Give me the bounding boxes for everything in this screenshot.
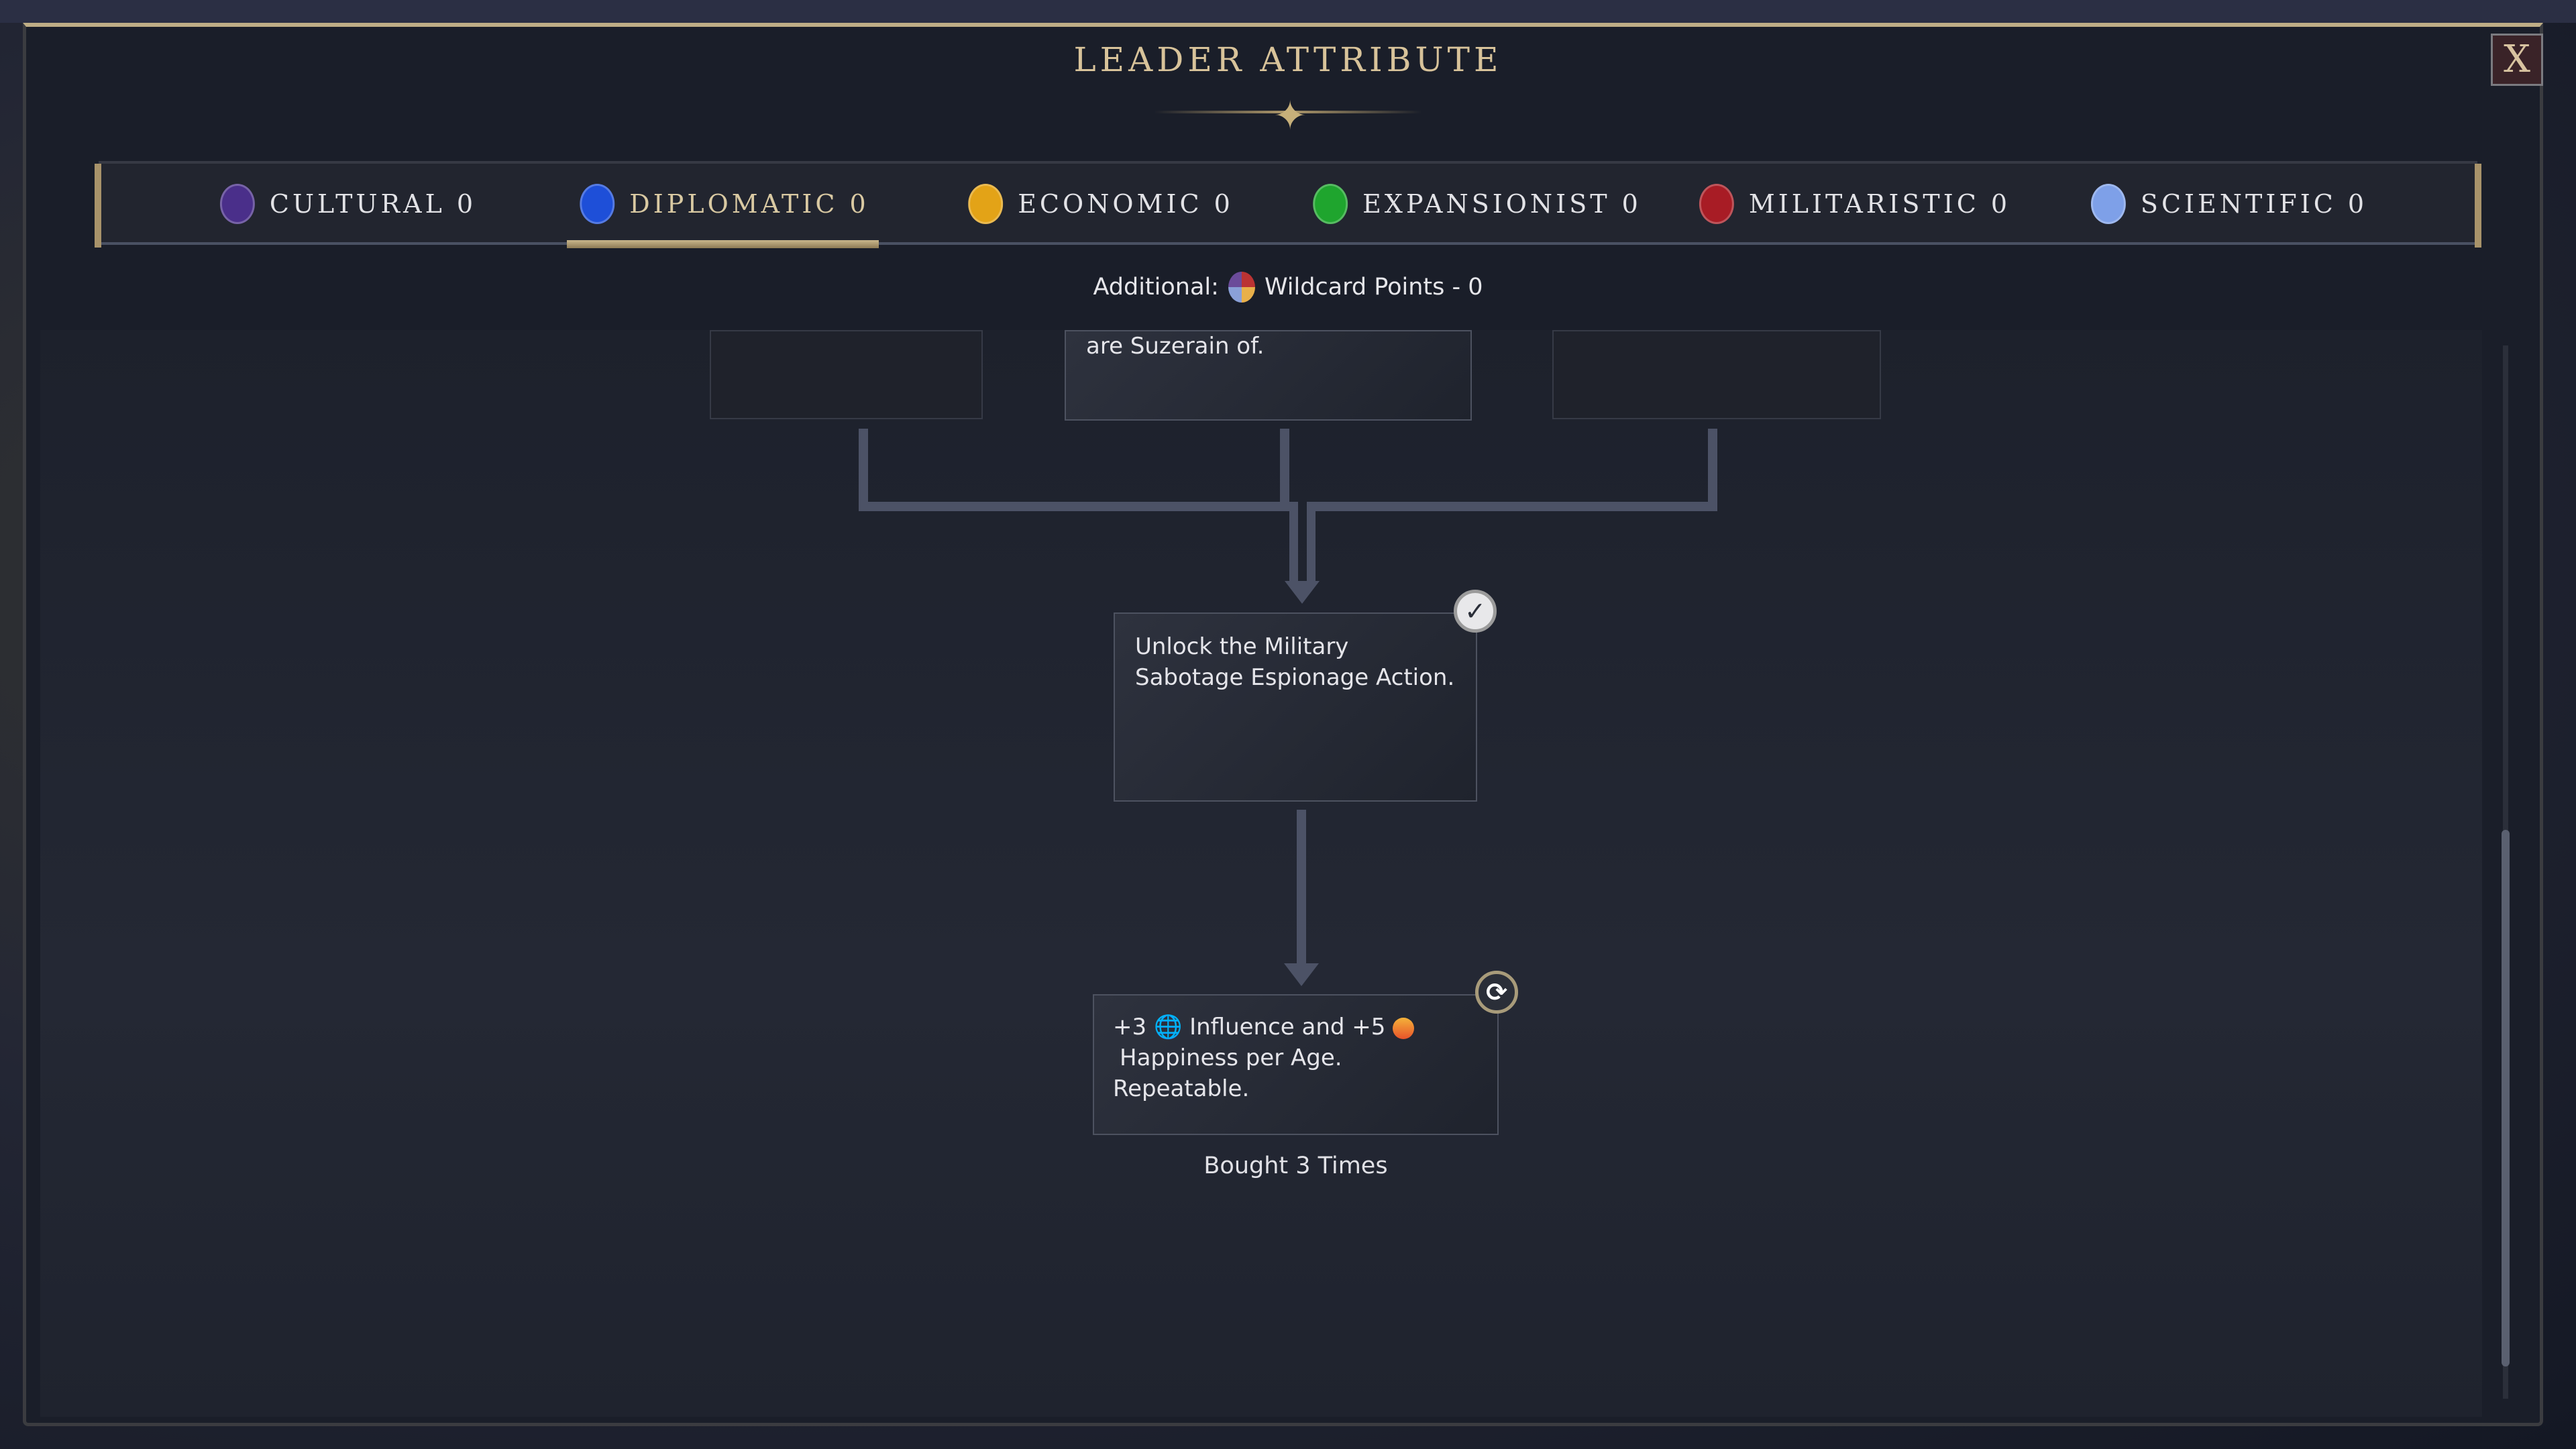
attribute-tree [40,330,2482,1417]
tab-economic[interactable]: ECONOMIC 0 [968,164,1234,244]
tab-cultural[interactable]: CULTURAL 0 [219,164,476,244]
tab-scientific[interactable]: SCIENTIFIC 0 [2090,164,2367,244]
connector-line [1307,502,1717,511]
militaristic-icon [1699,184,1734,224]
scrollbar-thumb[interactable] [2502,830,2510,1366]
happiness-icon [1393,1017,1415,1039]
influence-icon: 🌐 [1153,1014,1183,1040]
ornament-icon: ✦ [1273,93,1307,140]
connector-line [859,429,868,511]
additional-points: Additional: Wildcard Points - 0 [0,272,2576,303]
bought-count: Bought 3 Times [1203,1152,1388,1179]
top-status-bar [0,0,2576,23]
tab-expansionist[interactable]: EXPANSIONIST 0 [1313,164,1642,244]
expansionist-icon [1313,184,1348,224]
connector-line [1280,429,1289,511]
tree-node-influence-happiness[interactable]: +3 🌐 Influence and +5 Happiness per Age.… [1093,994,1499,1135]
diplomatic-icon [580,184,615,224]
attribute-tabs: CULTURAL 0 DIPLOMATIC 0 ECONOMIC 0 EXPAN… [95,161,2481,248]
active-tab-indicator [567,240,879,248]
tab-diplomatic[interactable]: DIPLOMATIC 0 [580,164,869,244]
wildcard-points: Wildcard Points - 0 [1264,274,1483,301]
tree-node-military-sabotage[interactable]: Unlock the Military Sabotage Espionage A… [1114,612,1477,802]
tree-node-center-top[interactable]: are Suzerain of. [1065,330,1472,421]
connector-line [1289,502,1298,582]
wildcard-icon [1228,272,1255,303]
additional-label: Additional: [1093,274,1219,301]
node-description: are Suzerain of. [1086,333,1265,360]
node-description: Unlock the Military Sabotage Espionage A… [1135,633,1455,691]
connector-line [1307,502,1316,582]
tab-militaristic[interactable]: MILITARISTIC 0 [1699,164,2010,244]
close-button[interactable]: X [2491,34,2543,86]
tree-node-left[interactable] [710,330,983,419]
node-text: Happiness per Age. Repeatable. [1113,1044,1342,1102]
arrow-down-icon [1284,963,1319,986]
economic-icon [968,184,1004,224]
tree-node-right[interactable] [1552,330,1881,419]
connector-line [859,502,1298,511]
connector-line [1708,429,1717,511]
title-ornament [1154,111,1422,113]
scientific-icon [2090,184,2126,224]
node-text: +3 [1113,1014,1147,1040]
repeat-icon: ⟳ [1475,971,1518,1014]
arrow-down-icon [1285,581,1320,604]
checkmark-icon: ✓ [1454,590,1497,633]
connector-line [1297,810,1306,971]
dialog-title: LEADER ATTRIBUTE [1073,40,1503,79]
cultural-icon [219,184,255,224]
node-text: Influence and +5 [1189,1014,1386,1040]
